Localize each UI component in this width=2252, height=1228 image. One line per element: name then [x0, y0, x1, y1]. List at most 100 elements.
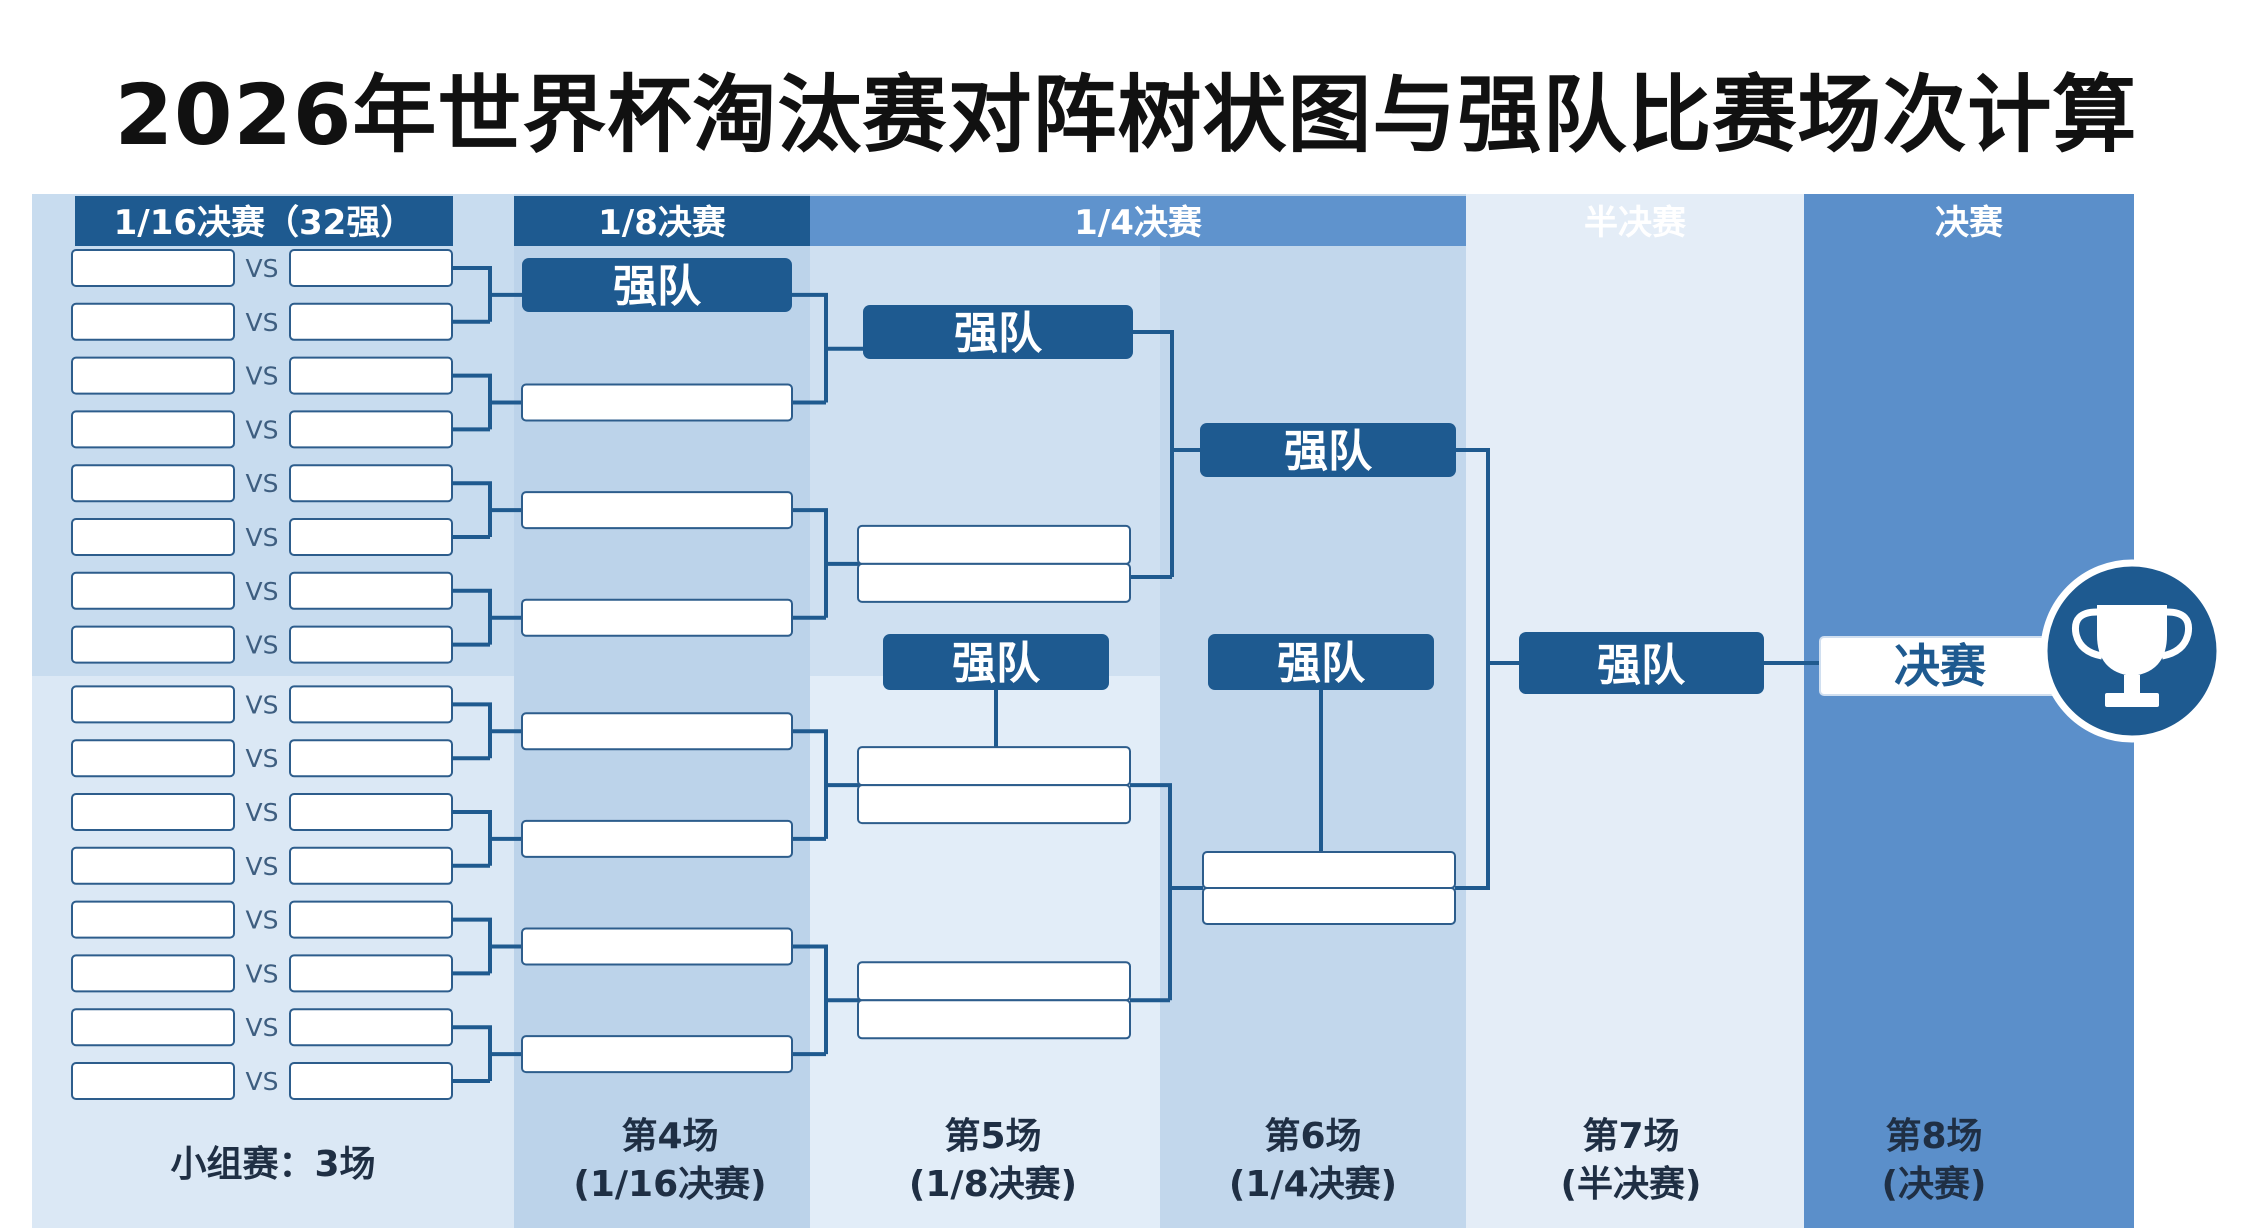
- strong-badge-qf-lower: 强队: [1208, 634, 1434, 690]
- bracket-slot: [857, 999, 1131, 1040]
- header-r32: 1/16决赛（32强）: [114, 203, 415, 243]
- team-slot: [289, 302, 453, 341]
- strong-badge-r16: 强队: [522, 258, 792, 312]
- bracket-slot: [857, 524, 1131, 565]
- team-slot: [289, 249, 453, 287]
- vs-label: VS: [246, 1067, 279, 1096]
- vs-label: VS: [246, 523, 279, 552]
- team-slot: [289, 625, 453, 664]
- bracket-slot: [521, 1035, 793, 1074]
- bracket-slot: [521, 819, 793, 858]
- vs-label: VS: [246, 254, 279, 283]
- strong-badge-r8: 强队: [863, 305, 1133, 359]
- vs-label: VS: [246, 577, 279, 606]
- strong-badge-sf: 强队: [1519, 632, 1764, 694]
- column-bg-sf: [1466, 194, 1804, 1228]
- bracket-slot: [1202, 887, 1456, 925]
- bracket-slot: [857, 784, 1131, 825]
- team-slot: [289, 571, 453, 610]
- team-slot: [289, 1062, 453, 1100]
- footer-m5-title: 第5场: [944, 1116, 1041, 1157]
- header-bar-qf: [810, 196, 1466, 246]
- header-final: 决赛: [1935, 203, 2004, 243]
- footer-m8-sub: (决赛): [1882, 1164, 1987, 1205]
- team-slot: [71, 1008, 235, 1047]
- header-bar-r16: [514, 196, 810, 246]
- strong-label: 强队: [1277, 638, 1366, 689]
- strong-label: 强队: [613, 261, 702, 312]
- team-slot: [71, 518, 235, 556]
- team-slot: [289, 739, 453, 778]
- bracket-slots: [521, 383, 1456, 1074]
- vs-label: VS: [246, 798, 279, 827]
- footer-m4-title: 第4场: [621, 1116, 718, 1157]
- footer-m7-title: 第7场: [1582, 1116, 1679, 1157]
- header-sf: 半决赛: [1584, 203, 1687, 243]
- final-box-label: 决赛: [1894, 639, 1987, 693]
- bracket-slot: [857, 961, 1131, 1002]
- team-slot: [289, 464, 453, 503]
- bracket-slot: [521, 491, 793, 530]
- bracket-slot: [1202, 851, 1456, 889]
- footer-m7-sub: (半决赛): [1561, 1164, 1702, 1205]
- header-r16: 1/8决赛: [598, 203, 727, 243]
- team-slot: [71, 685, 235, 724]
- vs-label: VS: [246, 906, 279, 935]
- team-slot: [71, 302, 235, 341]
- team-slot: [289, 410, 453, 449]
- page-title: 2026年世界杯淘汰赛对阵树状图与强队比赛场次计算: [114, 66, 2138, 164]
- team-slot: [289, 793, 453, 831]
- strong-label: 强队: [1597, 640, 1686, 691]
- team-slot: [289, 900, 453, 939]
- team-slot: [71, 356, 235, 395]
- bracket-slot: [857, 562, 1131, 603]
- footer-m6-sub: (1/4决赛): [1229, 1164, 1397, 1205]
- footer-m4-sub: (1/16决赛): [573, 1164, 766, 1205]
- strong-badge-r8-lower: 强队: [883, 634, 1109, 690]
- trophy-icon: [2040, 559, 2224, 743]
- team-slot: [71, 954, 235, 993]
- vs-label: VS: [246, 690, 279, 719]
- strong-label: 强队: [1284, 426, 1373, 477]
- team-slot: [71, 625, 235, 664]
- footer-group: 小组赛：3场: [170, 1144, 375, 1185]
- bracket-slot: [521, 712, 793, 751]
- strong-badge-qf: 强队: [1200, 423, 1456, 477]
- strong-label: 强队: [952, 638, 1041, 689]
- bracket-slot: [857, 746, 1131, 787]
- vs-label: VS: [246, 308, 279, 337]
- strong-label: 强队: [954, 308, 1043, 359]
- team-slot: [289, 356, 453, 395]
- team-slot: [289, 846, 453, 885]
- header-qf: 1/4决赛: [1074, 203, 1203, 243]
- vs-label: VS: [246, 631, 279, 660]
- team-slot: [71, 410, 235, 449]
- team-slot: [71, 1062, 235, 1100]
- footer-m8-title: 第8场: [1885, 1116, 1982, 1157]
- header-bar-r32: [75, 196, 453, 246]
- vs-label: VS: [246, 744, 279, 773]
- team-slot: [289, 518, 453, 556]
- team-slot: [71, 900, 235, 939]
- vs-label: VS: [246, 1013, 279, 1042]
- team-slot: [71, 739, 235, 778]
- bracket-connectors: [452, 266, 1519, 1083]
- bracket-slot: [521, 598, 793, 637]
- vs-label: VS: [246, 415, 279, 444]
- bracket-slot: [521, 383, 793, 422]
- team-slot: [71, 846, 235, 885]
- team-slot: [71, 464, 235, 503]
- footer-m6-title: 第6场: [1264, 1116, 1361, 1157]
- team-slot: [289, 954, 453, 993]
- team-slot: [289, 685, 453, 724]
- column-bg-qf-right: [1160, 194, 1466, 1228]
- vs-label: VS: [246, 959, 279, 988]
- final-box: 决赛: [1819, 636, 2071, 696]
- bracket-slot: [521, 927, 793, 966]
- vs-label: VS: [246, 362, 279, 391]
- vs-label: VS: [246, 469, 279, 498]
- team-slot: [71, 571, 235, 610]
- team-slot: [71, 793, 235, 831]
